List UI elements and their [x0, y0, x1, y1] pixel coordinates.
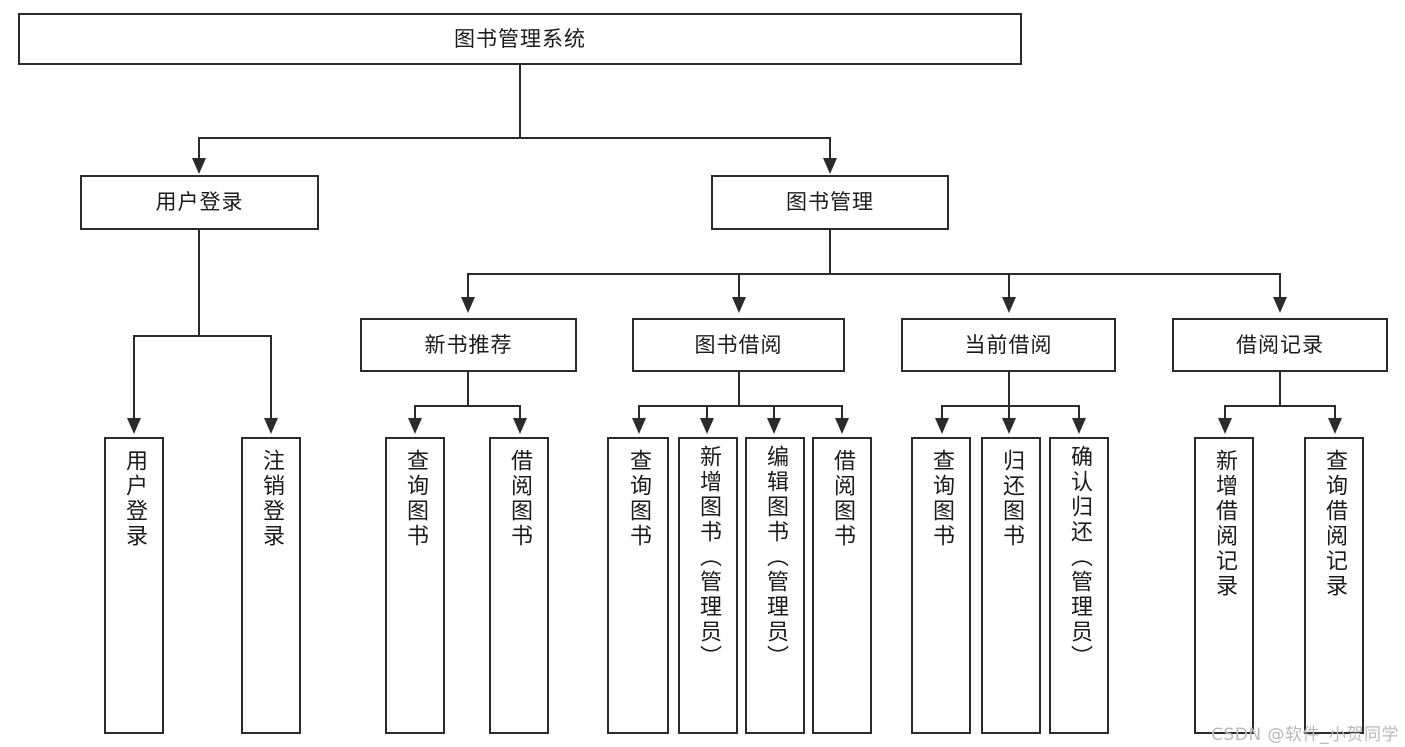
connector-book-manage-stem — [829, 230, 831, 274]
leaf-current-borrow-return-book[interactable]: 归还图书 — [981, 437, 1041, 734]
arrow-book-manage-to-borrow-record — [1273, 297, 1287, 313]
connector-book-manage-to-new-book-rec — [467, 273, 469, 299]
node-borrow-record[interactable]: 借阅记录 — [1172, 318, 1388, 372]
leaf-label: 注销登录 — [259, 449, 284, 549]
node-book-borrow[interactable]: 图书借阅 — [632, 318, 845, 372]
node-label: 图书管理系统 — [454, 26, 586, 51]
connector-book-borrow-to-leaf-4 — [841, 405, 843, 419]
arrow-book-borrow-to-leaf-1 — [632, 418, 646, 434]
connector-new-book-rec-bus — [414, 405, 520, 407]
leaf-new-book-rec-borrow-book[interactable]: 借阅图书 — [489, 437, 549, 734]
leaf-borrow-record-query-record[interactable]: 查询借阅记录 — [1304, 437, 1364, 734]
node-book-manage[interactable]: 图书管理 — [711, 175, 949, 230]
connector-borrow-record-bus — [1224, 405, 1336, 407]
node-label: 当前借阅 — [964, 332, 1053, 357]
leaf-user-login-logout[interactable]: 注销登录 — [241, 437, 301, 734]
arrow-new-book-rec-to-leaf-2 — [513, 418, 527, 434]
connector-user-login-stem — [198, 230, 200, 336]
connector-new-book-rec-to-leaf-2 — [519, 405, 521, 419]
connector-book-borrow-to-leaf-1 — [638, 405, 640, 419]
leaf-book-borrow-add-book-admin[interactable]: 新增图书（管理员） — [678, 437, 738, 734]
connector-book-borrow-stem — [738, 372, 740, 406]
arrow-new-book-rec-to-leaf-1 — [408, 418, 422, 434]
leaf-current-borrow-query-book[interactable]: 查询图书 — [911, 437, 971, 734]
connector-new-book-rec-to-leaf-1 — [414, 405, 416, 419]
arrow-current-borrow-to-leaf-1 — [935, 418, 949, 434]
leaf-label: 新增借阅记录 — [1212, 449, 1237, 599]
connector-root-stem — [519, 65, 521, 138]
arrow-book-borrow-to-leaf-2 — [700, 418, 714, 434]
leaf-book-borrow-edit-book-admin[interactable]: 编辑图书（管理员） — [745, 437, 805, 734]
arrow-root-to-book-manage — [823, 158, 837, 174]
leaf-user-login-login[interactable]: 用户登录 — [104, 437, 164, 734]
connector-current-borrow-bus — [941, 405, 1080, 407]
arrow-book-borrow-to-leaf-3 — [767, 418, 781, 434]
arrow-book-borrow-to-leaf-4 — [835, 418, 849, 434]
connector-book-manage-bus — [467, 273, 1280, 275]
connector-current-borrow-to-leaf-1 — [941, 405, 943, 419]
node-new-book-recommend[interactable]: 新书推荐 — [360, 318, 577, 372]
leaf-book-borrow-query-book[interactable]: 查询图书 — [607, 437, 669, 734]
arrow-user-login-to-leaf-2 — [264, 418, 278, 434]
connector-book-manage-to-current-borrow — [1008, 273, 1010, 299]
leaf-current-borrow-confirm-return-admin[interactable]: 确认归还（管理员） — [1049, 437, 1109, 734]
arrow-current-borrow-to-leaf-2 — [1002, 418, 1016, 434]
connector-root-to-user-login — [198, 137, 200, 161]
arrow-borrow-record-to-leaf-1 — [1218, 418, 1232, 434]
arrow-current-borrow-to-leaf-3 — [1072, 418, 1086, 434]
arrow-root-to-user-login — [192, 158, 206, 174]
node-label: 图书借阅 — [694, 332, 783, 357]
node-label: 用户登录 — [155, 190, 244, 215]
leaf-label: 确认归还（管理员） — [1067, 445, 1092, 670]
connector-borrow-record-stem — [1279, 372, 1281, 406]
connector-book-manage-to-borrow-record — [1279, 273, 1281, 299]
connector-borrow-record-to-leaf-1 — [1224, 405, 1226, 419]
arrow-book-manage-to-book-borrow — [732, 297, 746, 313]
node-current-borrow[interactable]: 当前借阅 — [901, 318, 1116, 372]
connector-user-login-to-leaf-2 — [270, 335, 272, 420]
connector-user-login-bus — [133, 335, 271, 337]
connector-user-login-to-leaf-1 — [133, 335, 135, 420]
leaf-book-borrow-borrow-book[interactable]: 借阅图书 — [812, 437, 872, 734]
leaf-label: 查询图书 — [626, 449, 651, 549]
leaf-label: 查询图书 — [929, 449, 954, 549]
arrow-book-manage-to-new-book-rec — [461, 297, 475, 313]
leaf-label: 新增图书（管理员） — [696, 445, 721, 670]
connector-new-book-rec-stem — [467, 372, 469, 406]
node-label: 新书推荐 — [424, 332, 513, 357]
leaf-borrow-record-add-record[interactable]: 新增借阅记录 — [1194, 437, 1254, 734]
leaf-label: 借阅图书 — [830, 449, 855, 549]
connector-current-borrow-to-leaf-2 — [1008, 405, 1010, 419]
connector-root-to-book-manage — [829, 137, 831, 161]
leaf-label: 借阅图书 — [507, 449, 532, 549]
arrow-book-manage-to-current-borrow — [1002, 297, 1016, 313]
leaf-label: 编辑图书（管理员） — [763, 445, 788, 670]
connector-borrow-record-to-leaf-2 — [1334, 405, 1336, 419]
leaf-label: 用户登录 — [122, 449, 147, 549]
node-user-login[interactable]: 用户登录 — [80, 175, 319, 230]
node-label: 图书管理 — [786, 190, 874, 215]
node-label: 借阅记录 — [1236, 332, 1324, 357]
connector-current-borrow-to-leaf-3 — [1078, 405, 1080, 419]
connector-root-bus — [198, 137, 831, 139]
connector-book-borrow-to-leaf-3 — [773, 405, 775, 419]
connector-book-borrow-bus — [638, 405, 843, 407]
leaf-label: 查询借阅记录 — [1322, 449, 1347, 599]
leaf-label: 查询图书 — [403, 449, 428, 549]
leaf-new-book-rec-query-book[interactable]: 查询图书 — [385, 437, 445, 734]
connector-current-borrow-stem — [1008, 372, 1010, 406]
arrow-user-login-to-leaf-1 — [127, 418, 141, 434]
arrow-borrow-record-to-leaf-2 — [1328, 418, 1342, 434]
connector-book-manage-to-book-borrow — [738, 273, 740, 299]
node-root-system[interactable]: 图书管理系统 — [18, 13, 1022, 65]
leaf-label: 归还图书 — [999, 449, 1024, 549]
connector-book-borrow-to-leaf-2 — [706, 405, 708, 419]
